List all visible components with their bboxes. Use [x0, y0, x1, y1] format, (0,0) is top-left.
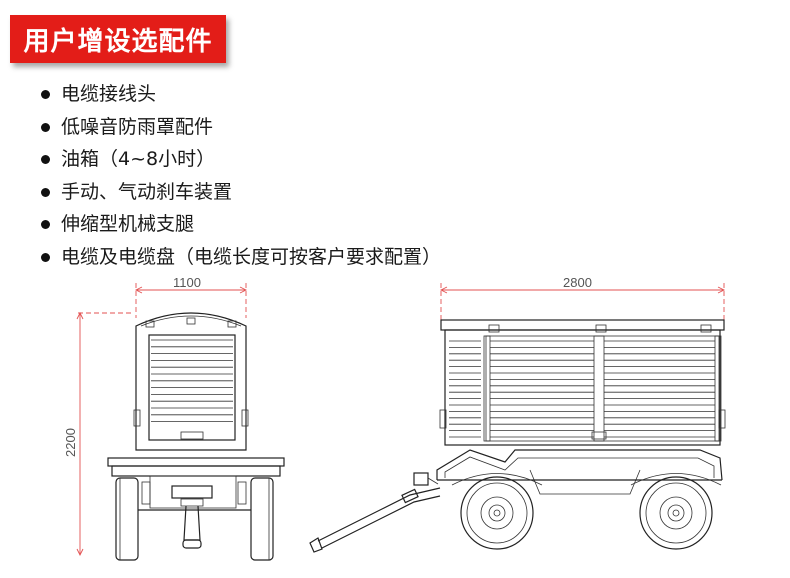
option-label: 电缆接线头 [61, 83, 157, 105]
option-label: 电缆及电缆盘（电缆长度可按客户要求配置） [61, 245, 442, 268]
rear-wheel [639, 476, 713, 550]
option-label: 油箱（4~8小时） [61, 148, 216, 170]
options-list: 电缆接线头 低噪音防雨罩配件 油箱（4~8小时） 手动、气动刹车装置 伸缩型机械… [40, 78, 441, 273]
option-item: 电缆及电缆盘（电缆长度可按客户要求配置） [40, 241, 441, 274]
section-title: 用户增设选配件 [23, 26, 213, 57]
option-item: 手动、气动刹车装置 [40, 176, 441, 209]
bullet-icon [41, 90, 50, 99]
option-item: 油箱（4~8小时） [40, 143, 441, 176]
bullet-icon [41, 155, 50, 164]
section-title-badge: 用户增设选配件 [10, 15, 226, 63]
bullet-icon [41, 220, 50, 229]
bullet-icon [41, 122, 50, 132]
option-label: 手动、气动刹车装置 [61, 180, 233, 203]
front-view-drawing: 1100 2200 [63, 275, 285, 561]
option-label: 伸缩型机械支腿 [61, 213, 195, 235]
side-length-dimension: 2800 [563, 275, 592, 290]
front-width-dimension: 1100 [173, 275, 201, 290]
height-dimension: 2200 [63, 428, 78, 457]
option-label: 低噪音防雨罩配件 [61, 115, 214, 138]
side-view-drawing: 2800 [309, 275, 726, 553]
bullet-icon [41, 187, 50, 197]
option-item: 低噪音防雨罩配件 [40, 111, 441, 144]
option-item: 伸缩型机械支腿 [40, 208, 441, 241]
bullet-icon [41, 252, 50, 262]
front-wheel [460, 476, 534, 550]
option-item: 电缆接线头 [40, 78, 441, 111]
